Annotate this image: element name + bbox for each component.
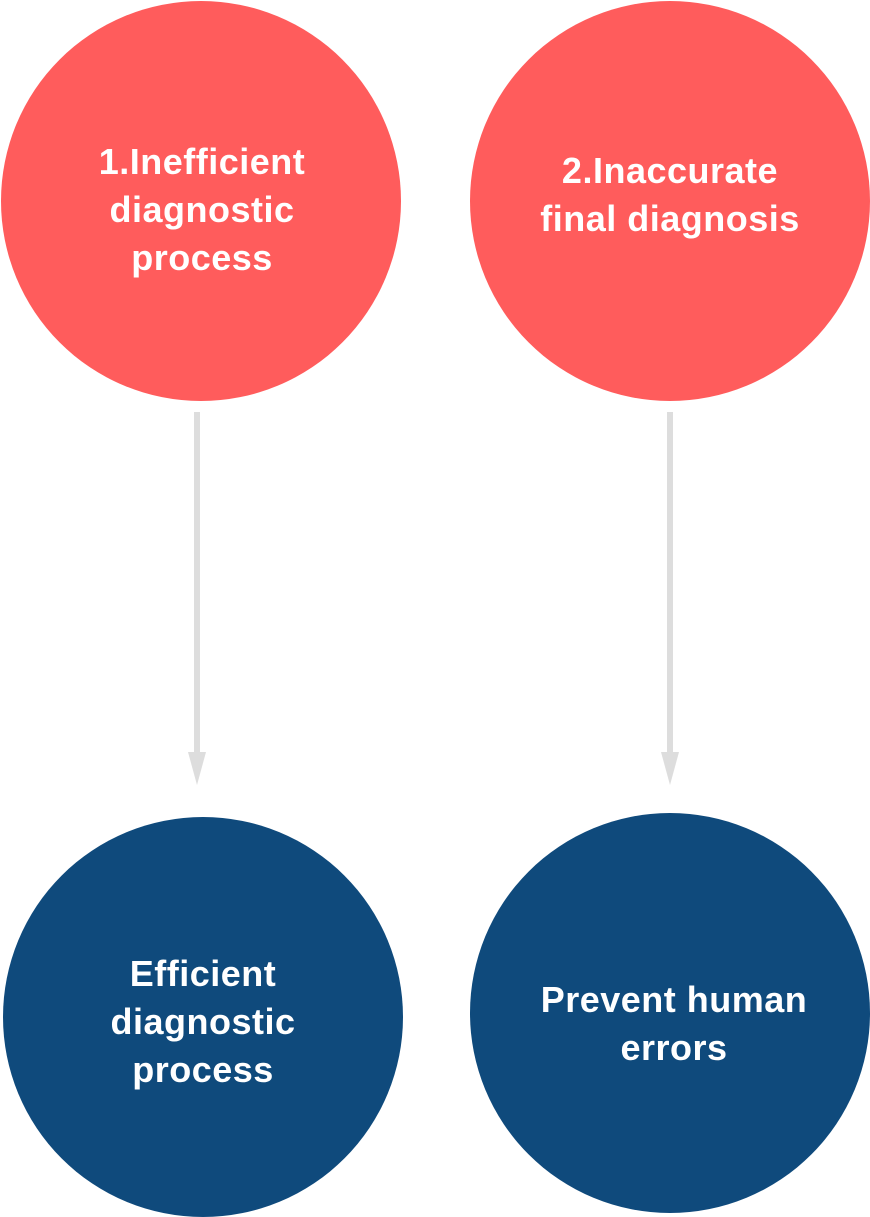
arrow-problem-2-to-solution-2 [661, 412, 679, 785]
arrow-problem-1-to-solution-1 [188, 412, 206, 785]
arrow-head [661, 752, 679, 785]
problem-node-inefficient-process: 1.Inefficient diagnostic process [1, 1, 401, 401]
solution-label: Efficient diagnostic process [110, 953, 296, 1090]
solution-node-efficient-process: Efficient diagnostic process [3, 817, 403, 1217]
arrow-head [188, 752, 206, 785]
solution-label: Prevent human errors [540, 979, 808, 1068]
problem-label: 2.Inaccurate final diagnosis [540, 150, 800, 239]
problem-node-inaccurate-diagnosis: 2.Inaccurate final diagnosis [470, 1, 870, 401]
problem-label: 1.Inefficient diagnostic process [98, 141, 306, 278]
solution-node-prevent-errors: Prevent human errors [470, 813, 870, 1213]
